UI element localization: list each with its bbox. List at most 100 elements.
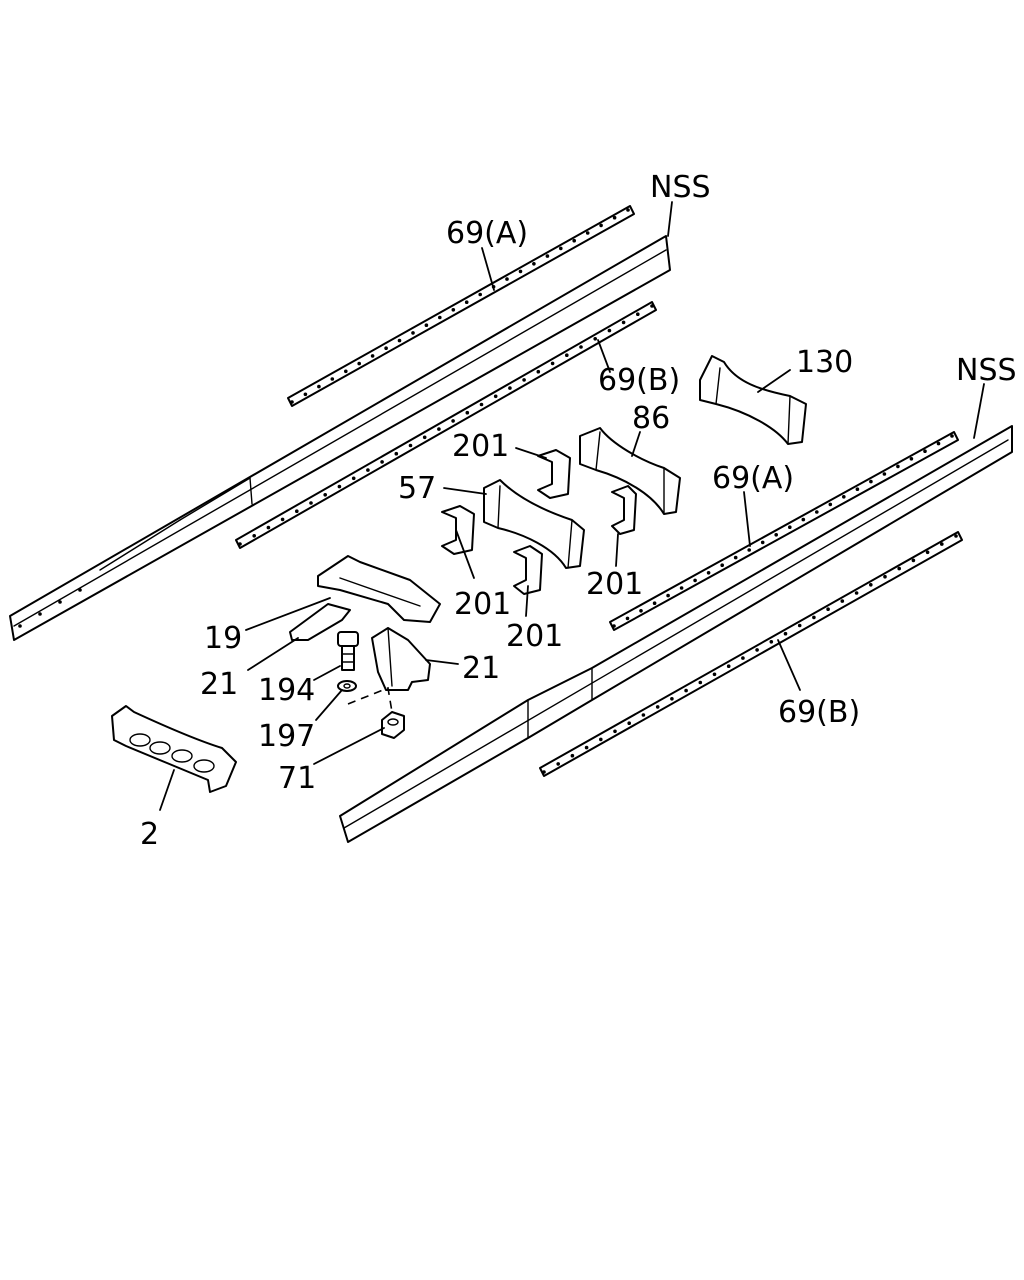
rivet-hole (550, 361, 555, 366)
rivet-hole (733, 555, 738, 560)
rivet-hole (625, 616, 630, 621)
rivet-hole (679, 586, 684, 590)
rivet-hole (493, 394, 498, 399)
rivet-hole (464, 300, 469, 305)
rivet-hole (572, 238, 576, 243)
rivet-hole (925, 550, 930, 555)
upper-reinforcement-a (287, 205, 635, 407)
rivet-hole (842, 495, 846, 499)
rivet-hole (693, 578, 697, 583)
rivet-hole (38, 612, 42, 616)
rivet-hole (357, 361, 362, 366)
leader-lines (159, 201, 985, 811)
rivet-hole (621, 320, 626, 325)
callout-201-b: 201 (454, 587, 511, 622)
rivet-hole (950, 434, 954, 438)
rivet-hole (670, 697, 674, 701)
rivet-hole (351, 476, 356, 481)
rivet-hole (769, 640, 774, 644)
crossmember-57 (483, 479, 585, 569)
rivet-hole (909, 457, 914, 461)
rivet-hole (451, 419, 455, 423)
rivet-hole (741, 656, 745, 660)
callout-71: 71 (278, 761, 316, 796)
rivet-hole (747, 548, 751, 552)
rivet-hole (636, 312, 640, 317)
rivet-hole (422, 435, 427, 440)
callout-2: 2 (140, 817, 159, 852)
bracket-201-b (441, 505, 475, 555)
rivet-hole (518, 269, 523, 274)
rivet-hole (855, 487, 860, 492)
callout-197: 197 (258, 719, 315, 754)
rivet-hole (626, 208, 630, 212)
lower-side-rail (339, 425, 1013, 843)
callout-labels: NSS 69(A) 69(B) 130 NSS 86 201 69(A) 57 … (140, 170, 1017, 852)
rivet-hole (570, 753, 575, 758)
rivet-hole (522, 378, 526, 382)
rivet-hole (627, 721, 631, 725)
gusset-21-left (289, 603, 351, 641)
rivet-hole (815, 510, 819, 514)
rivet-hole (437, 427, 441, 431)
rivet-hole (542, 770, 546, 774)
callout-nss-lower: NSS (956, 353, 1017, 388)
rivet-hole (639, 609, 643, 613)
rivet-hole (478, 292, 483, 297)
rivet-hole (58, 600, 62, 604)
rivet-hole (706, 571, 711, 575)
rivet-hole (565, 353, 569, 358)
rivet-hole (380, 460, 384, 464)
rivet-hole (869, 479, 873, 484)
nut-71 (381, 711, 405, 739)
rivet-hole (424, 323, 429, 328)
rivet-hole (607, 328, 612, 333)
rivet-hole (593, 337, 597, 341)
rivet-hole (78, 588, 82, 592)
rivet-hole (317, 384, 321, 389)
rivet-hole (280, 517, 285, 522)
rivet-hole (684, 688, 688, 693)
rivet-hole (698, 680, 703, 685)
rivet-hole (666, 593, 670, 598)
upper-side-rail (9, 235, 671, 641)
rivet-hole (559, 246, 563, 251)
callout-201-a: 201 (452, 429, 509, 464)
callout-86: 86 (632, 401, 670, 436)
rivet-hole (370, 354, 375, 358)
rivet-hole (397, 338, 402, 343)
assembly-line (347, 686, 393, 713)
upper-reinforcement-b (235, 301, 657, 549)
rivet-hole (652, 601, 657, 605)
rivet-hole (337, 484, 342, 489)
rivet-hole (556, 762, 560, 766)
rivet-hole (883, 574, 887, 579)
rivet-hole (613, 729, 617, 734)
rivet-hole (882, 472, 887, 476)
callout-69b-upper: 69(B) (598, 363, 680, 398)
rivet-hole (812, 615, 816, 620)
lower-reinforcement-a (609, 431, 959, 631)
rivet-hole (612, 624, 616, 628)
callout-69b-lower: 69(B) (778, 695, 860, 730)
crossmember-130 (699, 355, 807, 445)
rivet-hole (923, 449, 927, 454)
rail-holes (18, 208, 958, 774)
rivet-hole (18, 624, 22, 628)
callout-21-right: 21 (462, 651, 500, 686)
callout-21-left: 21 (200, 667, 238, 702)
rivet-hole (936, 441, 941, 446)
rivet-hole (599, 737, 603, 742)
rivet-hole (408, 443, 413, 448)
rivet-hole (712, 672, 717, 677)
rivet-hole (290, 400, 294, 404)
callout-201-d: 201 (586, 567, 643, 602)
callout-nss-upper: NSS (650, 170, 711, 205)
rivet-hole (479, 402, 484, 407)
lower-reinforcement-b (539, 531, 963, 777)
callout-57: 57 (398, 471, 436, 506)
rivet-hole (366, 468, 370, 472)
callout-19: 19 (204, 621, 242, 656)
crossmember-19 (317, 555, 441, 623)
